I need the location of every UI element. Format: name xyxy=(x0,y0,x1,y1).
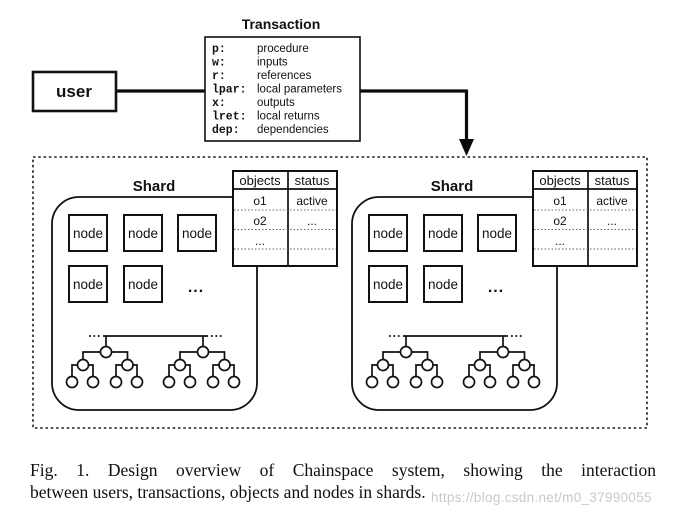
table-cell: o2 xyxy=(253,214,267,228)
table-header-objects: objects xyxy=(239,173,281,188)
figure-caption: Fig. 1. Design overview of Chainspace sy… xyxy=(30,459,656,503)
user-label: user xyxy=(56,82,92,101)
user-box: user xyxy=(31,70,118,113)
table-cell: o1 xyxy=(553,194,567,208)
more-nodes-ellipsis: ... xyxy=(188,279,204,296)
field-value: inputs xyxy=(257,57,288,69)
node-label: node xyxy=(128,226,158,241)
node-label: node xyxy=(182,226,212,241)
table-header-status: status xyxy=(295,173,330,188)
field-key: x: xyxy=(212,97,226,110)
node-grid: node node node node node ... xyxy=(368,214,517,303)
node-label: node xyxy=(73,277,103,292)
field-value: references xyxy=(257,70,312,82)
shard-label: Shard xyxy=(431,178,474,195)
table-header-objects: objects xyxy=(539,173,581,188)
hash-chain-trees xyxy=(365,335,541,389)
shards-container-border xyxy=(32,156,648,429)
field-value: dependencies xyxy=(257,124,329,136)
objects-table: objects status o1 active o2 ... ... xyxy=(232,170,338,267)
field-key: lpar: xyxy=(212,84,247,97)
node-label: node xyxy=(428,277,458,292)
field-value: procedure xyxy=(257,43,309,55)
caption-line-1: Fig. 1. Design overview of Chainspace sy… xyxy=(30,460,656,480)
csdn-watermark: https://blog.csdn.net/m0_37990055 xyxy=(431,490,652,505)
table-cell: active xyxy=(296,194,328,208)
transaction-box: Transaction p: procedure w: inputs r: re… xyxy=(204,16,361,142)
more-nodes-ellipsis: ... xyxy=(488,279,504,296)
transaction-title: Transaction xyxy=(242,16,321,32)
node-label: node xyxy=(373,277,403,292)
node-label: node xyxy=(128,277,158,292)
shard-label: Shard xyxy=(133,178,176,195)
field-key: r: xyxy=(212,70,226,83)
node-label: node xyxy=(428,226,458,241)
field-value: local parameters xyxy=(257,84,342,96)
field-key: p: xyxy=(212,43,226,56)
hash-chain-trees xyxy=(65,335,241,389)
field-key: w: xyxy=(212,57,226,70)
table-cell: o1 xyxy=(253,194,267,208)
transaction-fields: p: procedure w: inputs r: references lpa… xyxy=(212,43,342,137)
arrow-down-icon xyxy=(459,139,474,156)
table-cell: ... xyxy=(607,214,617,228)
table-cell: o2 xyxy=(553,214,567,228)
node-label: node xyxy=(73,226,103,241)
objects-table: objects status o1 active o2 ... ... xyxy=(532,170,638,267)
shard-left: Shard node node node node node ... xyxy=(51,170,338,411)
field-key: dep: xyxy=(212,124,240,137)
node-label: node xyxy=(373,226,403,241)
user-transaction-connector xyxy=(116,89,474,156)
node-label: node xyxy=(482,226,512,241)
table-cell: active xyxy=(596,194,628,208)
figure-canvas: user Transaction p: procedure w: inputs … xyxy=(31,16,648,429)
caption-line-2: between users, transactions, objects and… xyxy=(30,482,426,502)
table-header-status: status xyxy=(595,173,630,188)
table-cell: ... xyxy=(255,234,265,248)
table-cell: ... xyxy=(307,214,317,228)
field-key: lret: xyxy=(212,111,247,124)
field-value: outputs xyxy=(257,97,295,109)
table-cell: ... xyxy=(555,234,565,248)
field-value: local returns xyxy=(257,111,320,123)
node-grid: node node node node node ... xyxy=(68,214,217,303)
shard-right: Shard node node node node node ... xyxy=(351,170,638,411)
